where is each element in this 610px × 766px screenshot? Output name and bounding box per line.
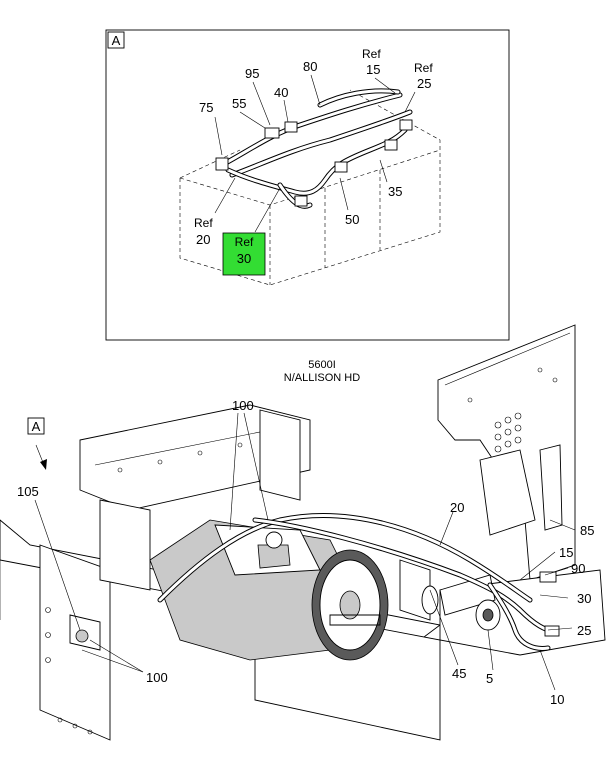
- caption-variant: N/ALLISON HD: [284, 372, 360, 384]
- ref-20-word: Ref: [194, 216, 213, 230]
- view-arrowhead: [40, 459, 47, 470]
- callout-15: 15: [559, 545, 573, 560]
- callout-95: 95: [245, 66, 259, 81]
- detail-frame: [105, 29, 510, 341]
- view-letter-box: [27, 417, 45, 435]
- callout-30: 30: [577, 591, 591, 606]
- detail-letter-box: [107, 31, 125, 49]
- detail-letter: A: [112, 33, 121, 48]
- callout-75: 75: [199, 100, 213, 115]
- callout-100-bottom: 100: [146, 670, 168, 685]
- ref-30-highlight[interactable]: [222, 232, 266, 276]
- detail-leaders: [214, 74, 416, 233]
- callout-35: 35: [388, 184, 402, 199]
- detail-hoses: [215, 88, 413, 209]
- ref-25-num: 25: [417, 76, 431, 91]
- callout-55: 55: [232, 96, 246, 111]
- main-assembly-view: A: [0, 324, 606, 741]
- main-hoses: [157, 513, 560, 651]
- crossmember: [79, 404, 311, 591]
- callout-50: 50: [345, 212, 359, 227]
- view-letter: A: [32, 419, 41, 434]
- ref-15-num: 15: [366, 62, 380, 77]
- ref-25-word: Ref: [414, 61, 433, 75]
- callout-80: 80: [303, 59, 317, 74]
- caption-model: 5600I: [308, 359, 336, 371]
- callout-105: 105: [17, 484, 39, 499]
- callout-90: 90: [571, 561, 585, 576]
- cab-panel: [437, 324, 576, 581]
- callout-85: 85: [580, 523, 594, 538]
- callout-25: 25: [577, 623, 591, 638]
- left-bracket: [39, 544, 111, 741]
- detail-view-a: A: [105, 29, 510, 341]
- ref-30-num: 30: [237, 251, 251, 266]
- callout-5: 5: [486, 671, 493, 686]
- callout-20: 20: [450, 500, 464, 515]
- ref-20-num: 20: [196, 232, 210, 247]
- ref-30-word: Ref: [235, 235, 254, 249]
- main-leaders: [34, 412, 576, 691]
- callout-40: 40: [274, 85, 288, 100]
- callout-100-top: 100: [232, 398, 254, 413]
- callout-10: 10: [550, 692, 564, 707]
- ref-15-word: Ref: [362, 47, 381, 61]
- callout-45: 45: [452, 666, 466, 681]
